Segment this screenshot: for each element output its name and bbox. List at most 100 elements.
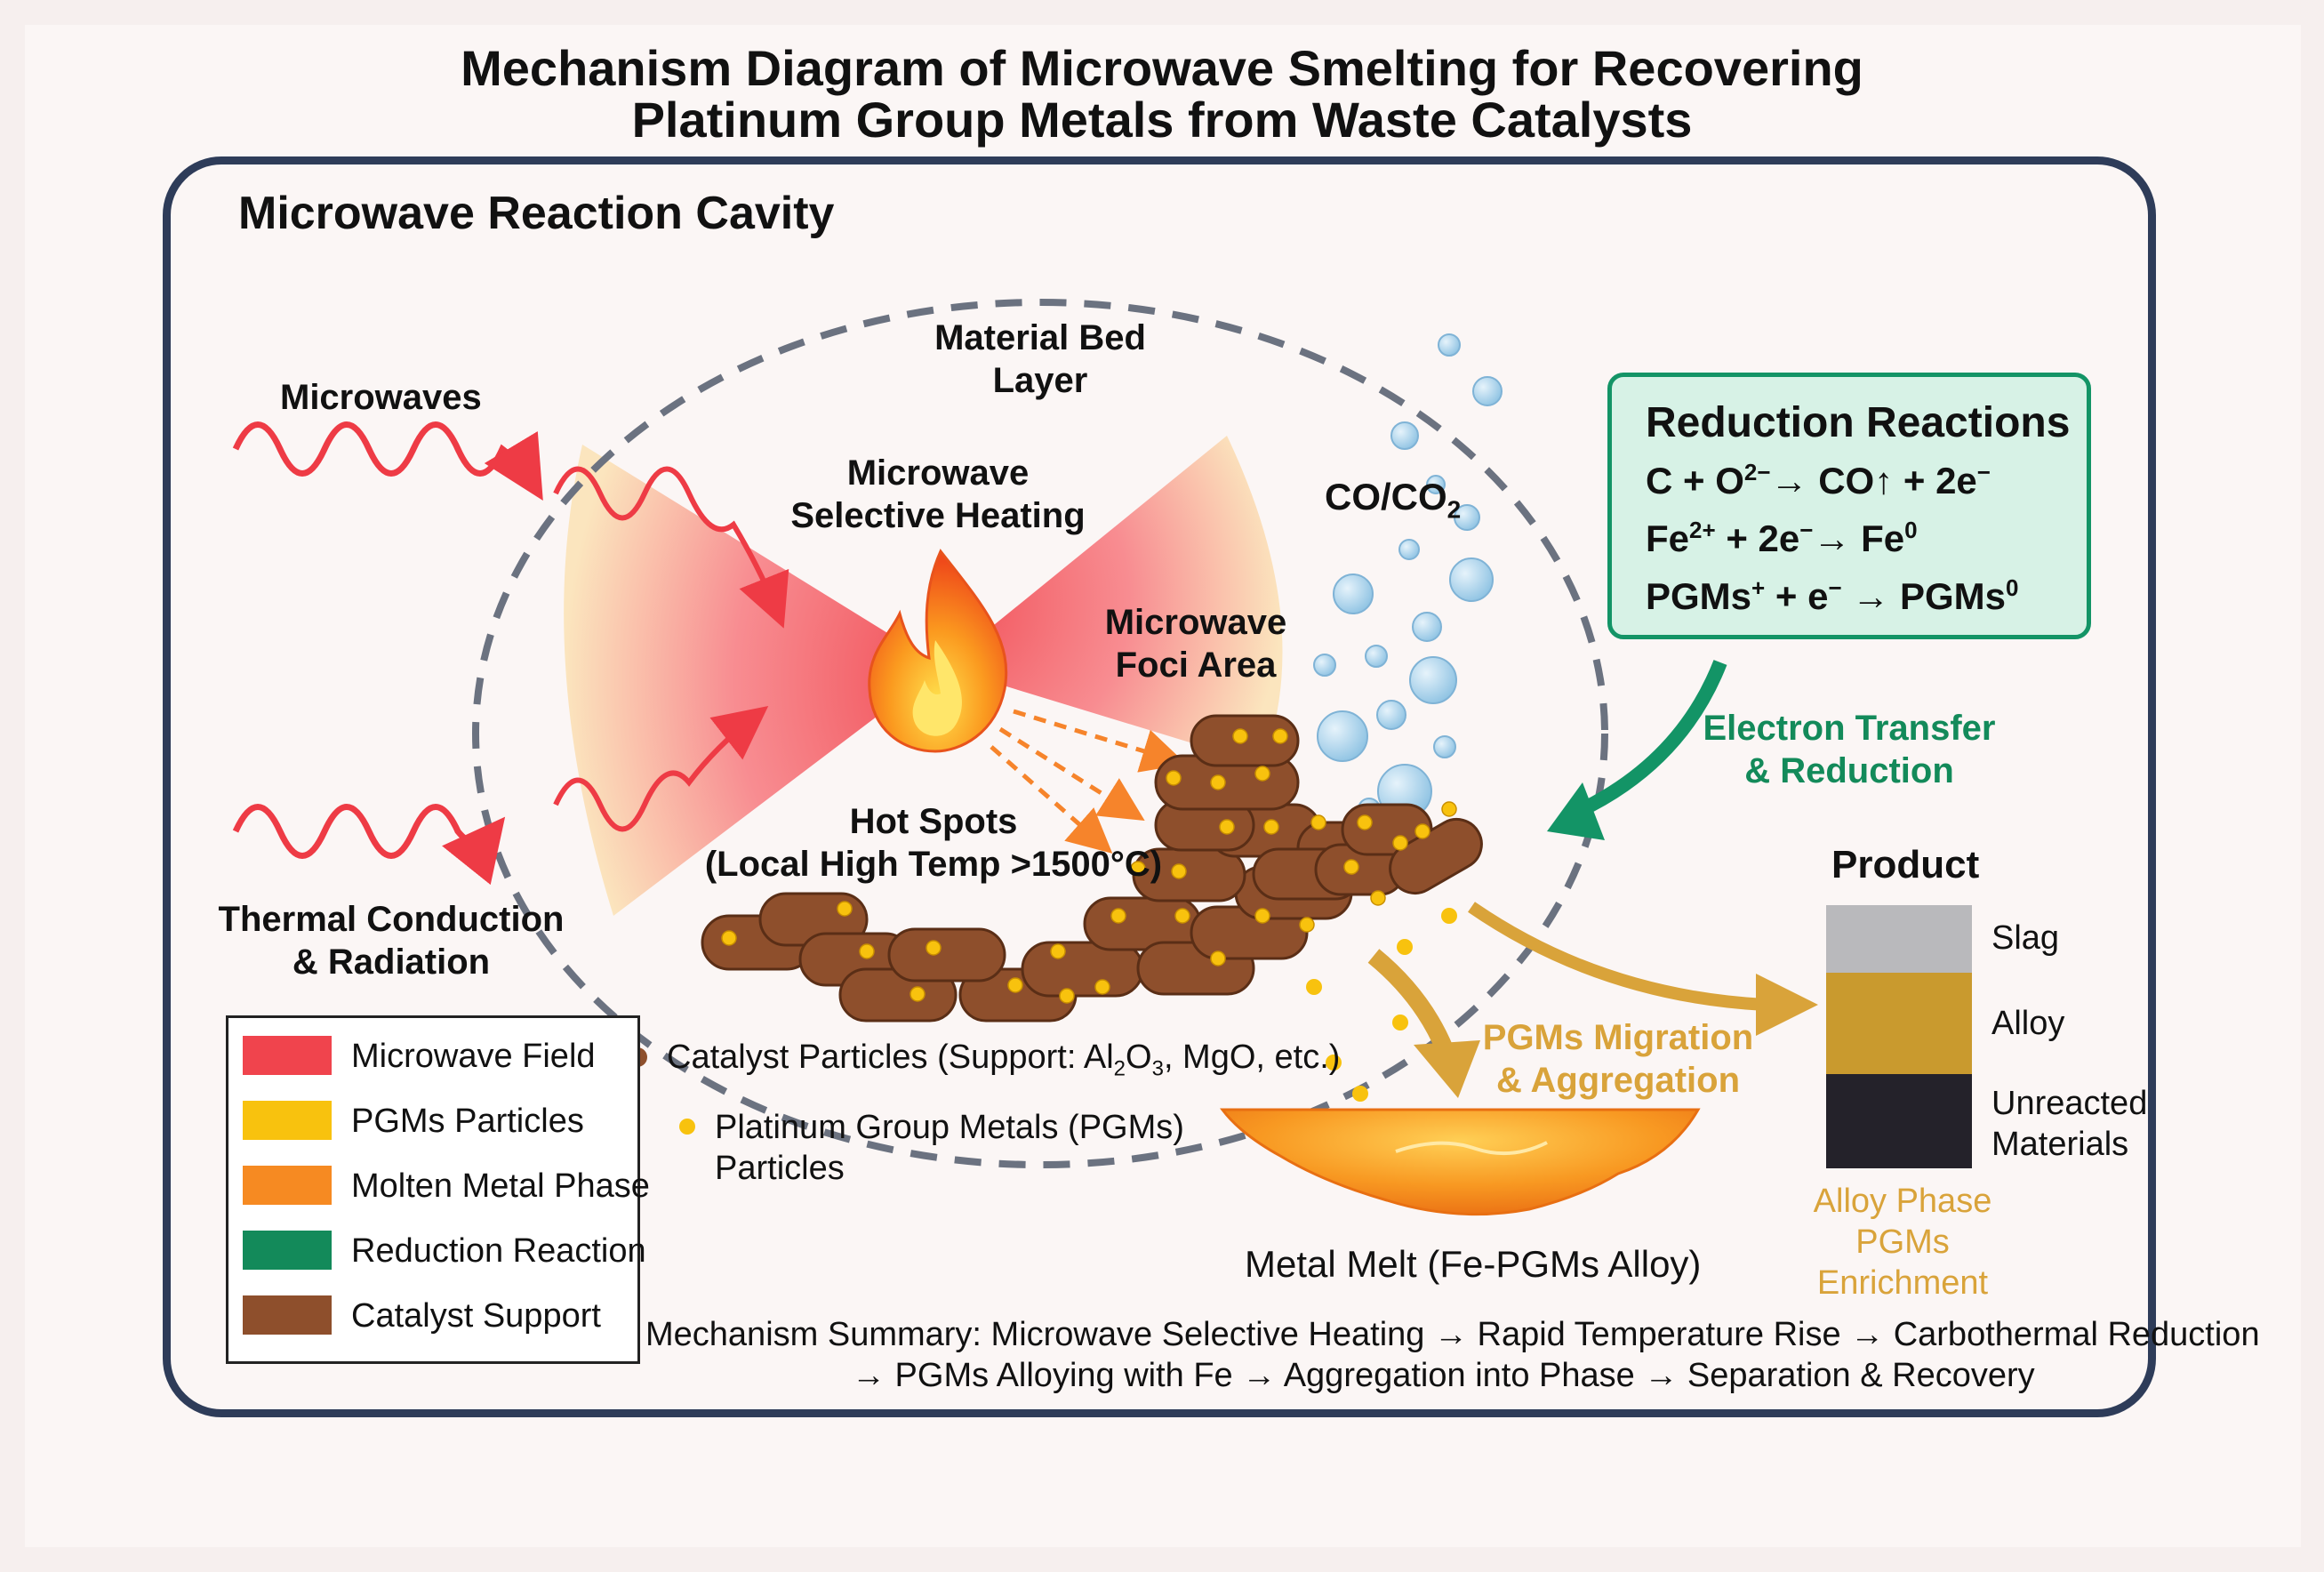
cavity-label: Microwave Reaction Cavity: [238, 188, 835, 239]
product-title: Product: [1831, 843, 1980, 886]
legend-label-pgms: PGMs Particles: [351, 1103, 584, 1140]
gas-label: CO/CO2: [1325, 476, 1461, 524]
reaction-3-part-c: → PGMs: [1841, 575, 2007, 617]
reaction-2-sup3: 0: [1904, 517, 1918, 543]
electron-transfer-arrow: [1570, 660, 1727, 821]
diagram-title-line1: Mechanism Diagram of Microwave Smelting …: [461, 40, 1863, 96]
diagram-title-line2: Platinum Group Metals from Waste Catalys…: [631, 92, 1693, 148]
pgm-label-line2: Particles: [715, 1150, 845, 1187]
enrichment-line2: PGMs: [1855, 1223, 1950, 1261]
unreacted-layer: [1826, 1074, 1972, 1168]
catalyst-particles-label: Catalyst Particles (Support: Al2O3, MgO,…: [667, 1039, 1340, 1082]
product-stack: [1826, 905, 1972, 1168]
catalyst-sub2: 3: [1151, 1056, 1164, 1081]
reaction-1-sup2: −: [1976, 459, 1991, 485]
alloy-layer: [1826, 973, 1972, 1074]
catalyst-sub1: 2: [1113, 1056, 1126, 1081]
legend-swatch-support: [243, 1295, 332, 1335]
reaction-3-sup2: −: [1828, 574, 1842, 601]
reaction-3: PGMs+ + e− → PGMs0: [1646, 574, 2018, 618]
legend-swatch-reduction: [243, 1231, 332, 1270]
microwave-wave-top: [232, 421, 543, 501]
reaction-2-sup1: 2+: [1689, 517, 1716, 543]
reaction-2-sup2: −: [1799, 517, 1814, 543]
legend-swatch-pgms: [243, 1101, 332, 1140]
reaction-2-part-b: + 2e: [1715, 517, 1800, 559]
unreacted-label: Unreacted Materials: [1991, 1083, 2147, 1165]
legend-swatch-molten: [243, 1166, 332, 1205]
microwave-wave-inner-bottom: [553, 705, 769, 832]
unreacted-line1: Unreacted: [1991, 1085, 2148, 1122]
electron-transfer-arrowhead: [1547, 782, 1605, 840]
hot-spots-line2: (Local High Temp >1500°C): [704, 845, 1163, 884]
metal-melt-label: Metal Melt (Fe-PGMs Alloy): [1245, 1243, 1702, 1285]
thermal-line1: Thermal Conduction: [218, 900, 565, 939]
hot-spots-line1: Hot Spots: [849, 802, 1018, 841]
reaction-2: Fe2+ + 2e−→ Fe0: [1646, 517, 1918, 560]
gas-label-subscript: 2: [1446, 495, 1462, 524]
microwaves-label: Microwaves: [280, 378, 482, 417]
catalyst-end: , MgO, etc.): [1163, 1039, 1341, 1076]
reaction-3-sup1: +: [1751, 574, 1766, 601]
reaction-2-part-a: Fe: [1646, 517, 1690, 559]
migration-line2: & Aggregation: [1495, 1061, 1741, 1100]
falling-pgm-drops: [1306, 908, 1457, 1102]
reaction-3-part-b: + e: [1765, 575, 1829, 617]
alloy-label: Alloy: [1991, 1005, 2065, 1042]
flame-icon: [868, 549, 1008, 753]
thermal-line2: & Radiation: [292, 942, 491, 982]
pgm-particles-label: Platinum Group Metals (PGMs) Particles: [715, 1107, 1184, 1189]
reaction-cavity-frame: [163, 156, 2156, 1417]
legend-label-support: Catalyst Support: [351, 1297, 601, 1335]
gas-label-text: CO/CO: [1325, 476, 1447, 517]
material-bed-label-line2: Layer: [992, 361, 1088, 400]
electron-line2: & Reduction: [1744, 751, 1954, 790]
selective-heating-label: Microwave Selective Heating: [782, 452, 1094, 537]
legend-swatch-microwave: [243, 1036, 332, 1075]
legend-label-microwave: Microwave Field: [351, 1038, 596, 1075]
foci-area-label: Microwave Foci Area: [1080, 601, 1311, 686]
catalyst-label-text: Catalyst Particles (Support: Al: [667, 1039, 1114, 1076]
enrichment-label: Alloy Phase PGMs Enrichment: [1778, 1181, 2027, 1303]
legend-box: Microwave Field PGMs Particles Molten Me…: [226, 1015, 650, 1364]
pgm-label-line1: Platinum Group Metals (PGMs): [715, 1109, 1184, 1146]
microwave-wave-inner-top: [553, 466, 789, 629]
catalyst-mid: O: [1126, 1039, 1152, 1076]
thermal-label: Thermal Conduction & Radiation: [213, 898, 569, 983]
slag-layer: [1826, 905, 1972, 973]
heat-arrows: [990, 709, 1187, 854]
hot-spots-label: Hot Spots (Local High Temp >1500°C): [640, 800, 1227, 886]
reaction-3-part-a: PGMs: [1646, 575, 1752, 617]
material-bed-ellipse: [472, 299, 1608, 1168]
reaction-1-part-a: C + O: [1646, 460, 1744, 501]
selective-heating-line2: Selective Heating: [790, 496, 1086, 535]
reaction-1-part-b: → CO↑ + 2e: [1770, 460, 1977, 501]
microwave-wave-bottom: [232, 804, 506, 886]
right-beam: [942, 436, 1283, 765]
product-arrow: [1468, 902, 1766, 1011]
electron-transfer-label: Electron Transfer & Reduction: [1671, 707, 2027, 792]
summary-line1: Mechanism Summary: Microwave Selective H…: [645, 1316, 2260, 1353]
reaction-1-sup1: 2−: [1743, 459, 1771, 485]
reaction-1: C + O2−→ CO↑ + 2e−: [1646, 459, 1991, 502]
unreacted-line2: Materials: [1991, 1126, 2129, 1163]
slag-label: Slag: [1991, 919, 2060, 957]
material-bed-label-line1: Material Bed: [934, 318, 1146, 357]
pgm-particle-dot: [679, 1119, 695, 1135]
metal-melt-pool: [1220, 1108, 1701, 1216]
foci-label-line2: Foci Area: [1115, 646, 1277, 685]
migration-arrow: [1367, 949, 1454, 1053]
migration-arrowhead: [1414, 1040, 1480, 1098]
catalyst-bed: [701, 714, 1483, 1023]
enrichment-line3: Enrichment: [1816, 1264, 1989, 1302]
electron-line1: Electron Transfer: [1703, 709, 1996, 748]
migration-line1: PGMs Migration: [1482, 1018, 1754, 1057]
summary-line2: → PGMs Alloying with Fe → Aggregation in…: [852, 1357, 2035, 1394]
enrichment-line1: Alloy Phase: [1813, 1183, 1992, 1220]
reaction-3-sup3: 0: [2006, 574, 2019, 601]
material-bed-label: Material Bed Layer: [925, 317, 1156, 402]
legend-label-reduction: Reduction Reaction: [351, 1232, 646, 1270]
pgm-dots: [721, 728, 1457, 1004]
left-beam: [564, 445, 942, 916]
